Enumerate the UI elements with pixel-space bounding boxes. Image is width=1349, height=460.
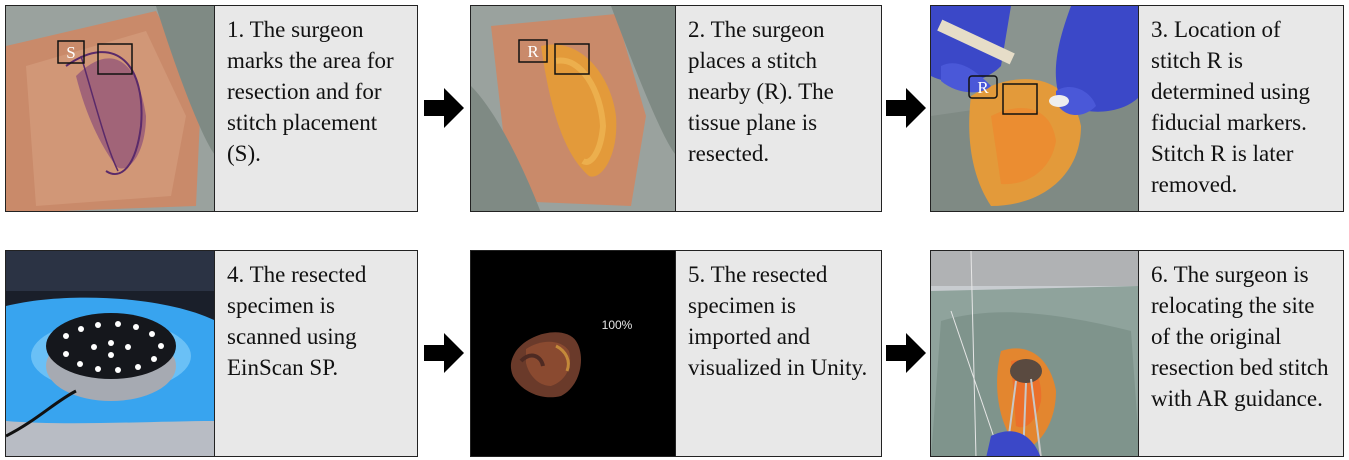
stitch-s-label: S xyxy=(66,43,75,62)
step-6-caption: 6. The surgeon is relocating the site of… xyxy=(1138,250,1344,457)
step-5-caption: 5. The resected specimen is imported and… xyxy=(675,250,882,457)
step-5-photo: 100% xyxy=(470,250,676,457)
step-1-caption: 1. The surgeon marks the area for resect… xyxy=(214,5,418,212)
right-arrow-icon xyxy=(424,88,464,133)
step-4-caption: 4. The resected specimen is scanned usin… xyxy=(214,250,418,457)
step-3-photo: R xyxy=(930,5,1139,212)
stitch-r-label: R xyxy=(977,78,989,97)
step-4-photo xyxy=(5,250,215,457)
stitch-r-label: R xyxy=(527,42,539,61)
step-3-caption: 3. Location of stitch R is determined us… xyxy=(1138,5,1344,212)
zoom-percent-label: 100% xyxy=(602,318,633,332)
step-6-photo xyxy=(930,250,1139,457)
step-2-caption: 2. The surgeon places a stitch nearby (R… xyxy=(675,5,882,212)
step-2-photo: R xyxy=(470,5,676,212)
right-arrow-icon xyxy=(886,88,926,133)
step-1-photo: S xyxy=(5,5,215,212)
right-arrow-icon xyxy=(424,333,464,378)
right-arrow-icon xyxy=(886,333,926,378)
